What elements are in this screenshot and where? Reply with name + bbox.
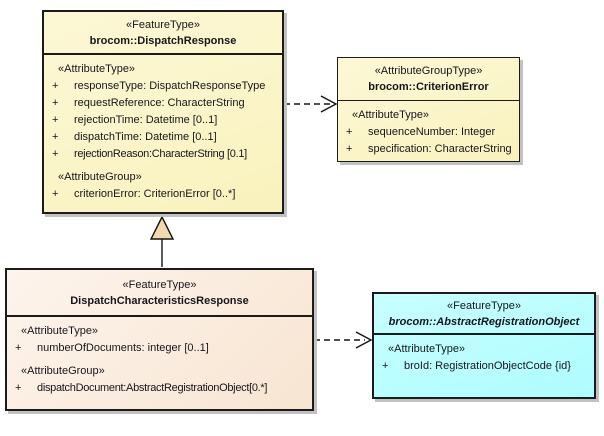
attribute-text: dispatchTime: Datetime [0..1] — [74, 131, 217, 143]
hollow-triangle-arrowhead-icon — [149, 215, 175, 240]
class-name: brocom::DispatchResponse — [89, 35, 237, 47]
attribute-text: rejectionTime: Datetime [0..1] — [74, 114, 218, 126]
attribute-text: specification: CharacterString — [368, 143, 512, 155]
attribute-text: criterionError: CriterionError [0..*] — [74, 188, 236, 200]
class-box-dispatch-characteristics-response[interactable]: «FeatureType» DispatchCharacteristicsRes… — [5, 268, 314, 411]
attribute-row[interactable]: + rejectionReason:CharacterString [0.1] — [44, 146, 282, 163]
attributes-compartment: «AttributeType» + responseType: Dispatch… — [44, 55, 282, 203]
attribute-text: sequenceNumber: Integer — [368, 126, 496, 138]
visibility-plus-icon: + — [52, 188, 59, 200]
open-arrowhead-icon — [355, 331, 373, 349]
visibility-plus-icon: + — [382, 360, 389, 372]
class-box-abstract-registration-object[interactable]: «FeatureType» brocom::AbstractRegistrati… — [372, 292, 596, 399]
attribute-row[interactable]: + dispatchTime: Datetime [0..1] — [44, 129, 282, 146]
class-header: «AttributeGroupType» brocom::CriterionEr… — [338, 58, 519, 101]
stereotype-label: «FeatureType» — [122, 279, 197, 291]
attribute-row[interactable]: + broId: RegistrationObjectCode {id} — [374, 358, 594, 375]
dependency-arrow-to-criterion-error[interactable] — [284, 95, 338, 113]
generalization-arrow-to-dispatch-response[interactable] — [149, 215, 175, 267]
attribute-row[interactable]: + requestReference: CharacterString — [44, 95, 282, 112]
class-header: «FeatureType» brocom::DispatchResponse — [44, 12, 282, 55]
visibility-plus-icon: + — [52, 97, 59, 109]
attribute-row[interactable]: + rejectionTime: Datetime [0..1] — [44, 112, 282, 129]
attribute-text: requestReference: CharacterString — [74, 97, 245, 109]
class-box-criterion-error[interactable]: «AttributeGroupType» brocom::CriterionEr… — [337, 57, 520, 162]
attributes-compartment: «AttributeType» + broId: RegistrationObj… — [374, 335, 594, 375]
visibility-plus-icon: + — [346, 143, 353, 155]
attribute-row[interactable]: + criterionError: CriterionError [0..*] — [44, 186, 282, 203]
attribute-text: broId: RegistrationObjectCode {id} — [404, 360, 571, 372]
visibility-plus-icon: + — [52, 131, 59, 143]
class-box-dispatch-response[interactable]: «FeatureType» brocom::DispatchResponse «… — [42, 10, 284, 214]
attribute-type-section-label: «AttributeType» — [58, 63, 136, 75]
attribute-text: dispatchDocument:AbstractRegistrationObj… — [37, 382, 268, 394]
open-arrowhead-icon — [320, 95, 338, 113]
visibility-plus-icon: + — [15, 382, 22, 394]
attribute-type-section-label: «AttributeType» — [352, 109, 430, 121]
attribute-row[interactable]: + responseType: DispatchResponseType — [44, 78, 282, 95]
attribute-text: rejectionReason:CharacterString [0.1] — [74, 148, 247, 160]
visibility-plus-icon: + — [15, 342, 22, 354]
class-header: «FeatureType» brocom::AbstractRegistrati… — [374, 294, 594, 335]
dependency-arrow-to-abstract-registration-object[interactable] — [314, 331, 373, 349]
visibility-plus-icon: + — [52, 80, 59, 92]
visibility-plus-icon: + — [52, 114, 59, 126]
stereotype-label: «FeatureType» — [126, 19, 200, 31]
class-header: «FeatureType» DispatchCharacteristicsRes… — [7, 270, 312, 317]
stereotype-label: «AttributeGroupType» — [374, 65, 483, 77]
attribute-row[interactable]: + dispatchDocument:AbstractRegistrationO… — [7, 380, 312, 397]
class-name: DispatchCharacteristicsResponse — [70, 295, 249, 307]
attribute-group-section-label: «AttributeGroup» — [21, 365, 105, 377]
class-name: brocom::CriterionError — [368, 81, 489, 93]
stereotype-label: «FeatureType» — [447, 300, 521, 312]
visibility-plus-icon: + — [346, 126, 353, 138]
attribute-text: numberOfDocuments: integer [0..1] — [37, 342, 209, 354]
attributes-compartment: «AttributeType» + numberOfDocuments: int… — [7, 317, 312, 397]
visibility-plus-icon: + — [52, 148, 59, 160]
attribute-type-section-label: «AttributeType» — [21, 325, 99, 337]
attribute-row[interactable]: + numberOfDocuments: integer [0..1] — [7, 340, 312, 357]
attribute-type-section-label: «AttributeType» — [388, 343, 466, 355]
attribute-group-section-label: «AttributeGroup» — [58, 171, 142, 183]
attribute-text: responseType: DispatchResponseType — [74, 80, 266, 92]
class-name: brocom::AbstractRegistrationObject — [388, 316, 580, 328]
attribute-row[interactable]: + specification: CharacterString — [338, 141, 519, 158]
attributes-compartment: «AttributeType» + sequenceNumber: Intege… — [338, 101, 519, 158]
attribute-row[interactable]: + sequenceNumber: Integer — [338, 124, 519, 141]
